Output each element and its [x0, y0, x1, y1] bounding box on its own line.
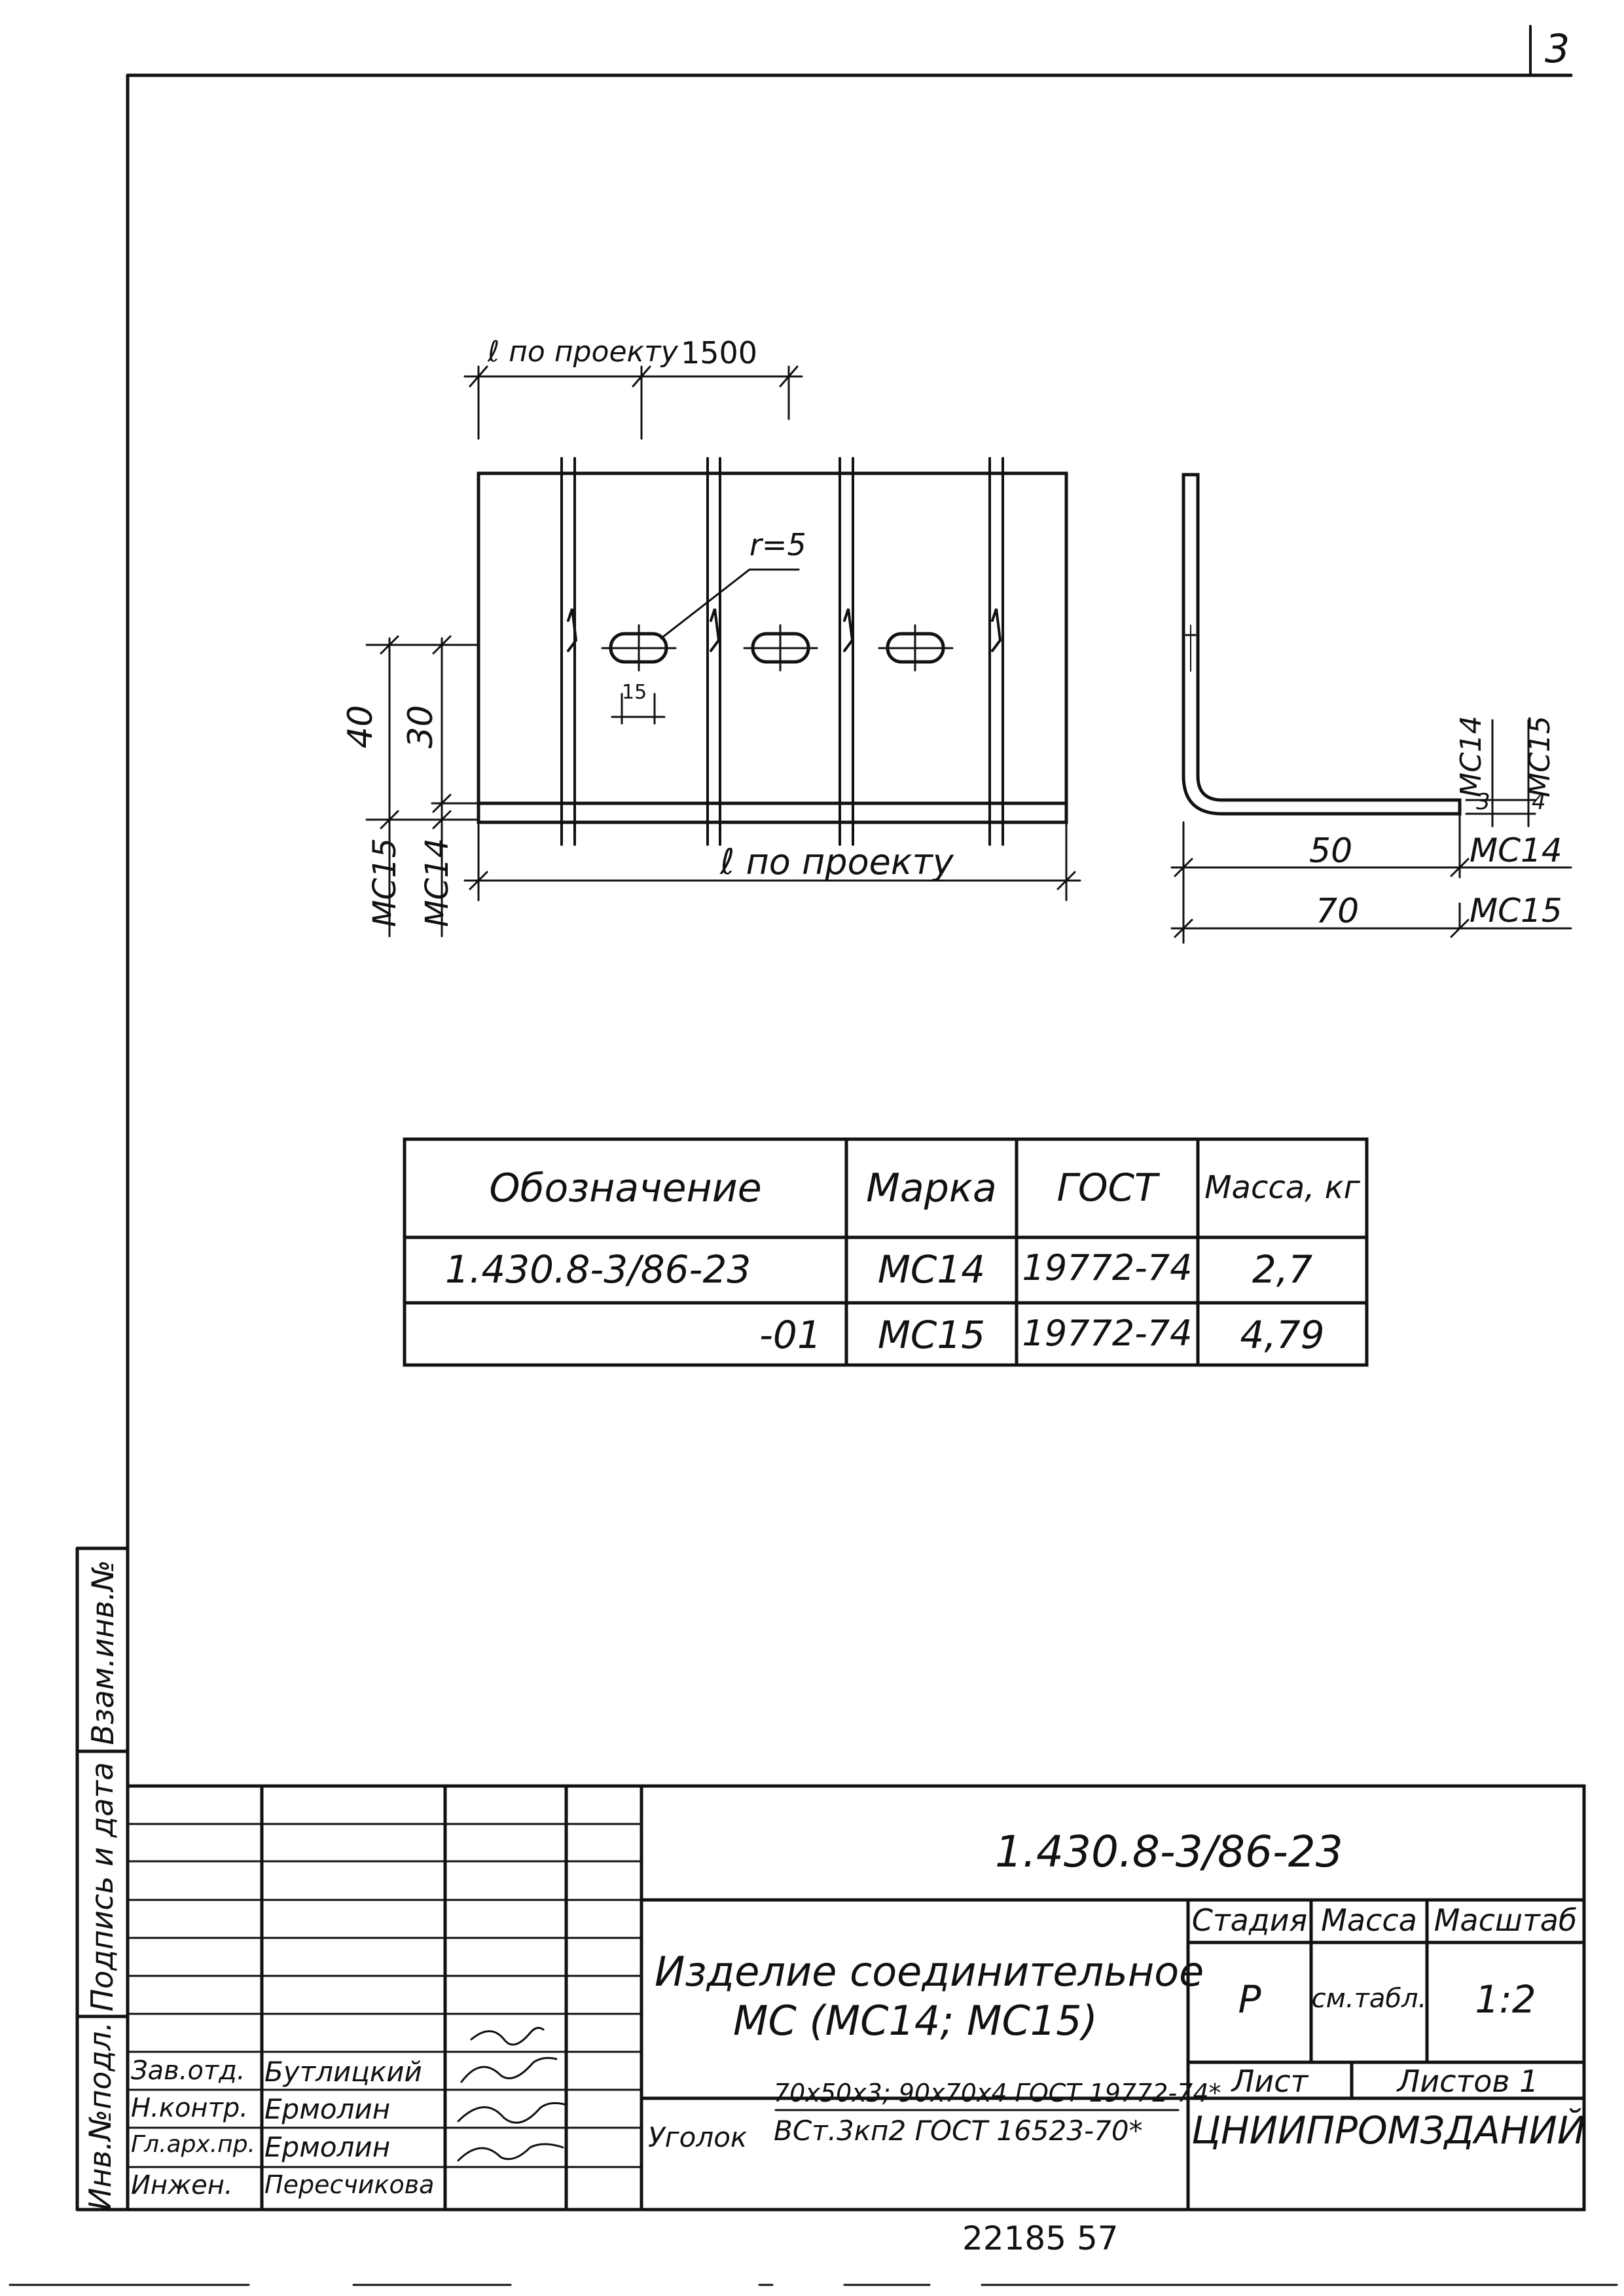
side-mc14-horizontal: МС14	[1470, 831, 1562, 869]
title-line-1: Изделие соединительное	[655, 1948, 1204, 1995]
staff-role-2: Н.контр.	[131, 2093, 248, 2123]
left-mc15-label: МС15	[367, 837, 404, 928]
spec-header-designation: Обозначение	[489, 1165, 762, 1211]
spec-header-mass: Масса, кг	[1204, 1169, 1360, 1206]
sheet-label: Лист	[1231, 2064, 1308, 2099]
scale-label: Масштаб	[1434, 1903, 1578, 1938]
dim-l-bottom: ℓ по проекту	[720, 841, 954, 883]
sheets-label: Листов 1	[1397, 2064, 1539, 2099]
side-mc15-vertical: МС15	[1523, 716, 1557, 797]
margin-label-replacement: Взам.инв.№	[85, 1559, 120, 1745]
staff-name-4: Пересчикова	[264, 2170, 435, 2199]
radius-label: r=5	[749, 527, 806, 562]
top-dimension	[463, 365, 803, 440]
margin-label-inventory: Инв.№подл.	[82, 2021, 118, 2211]
material-bottom: ВСт.3кп2 ГОСТ 16523-70*	[774, 2115, 1143, 2147]
stage-value: Р	[1238, 1977, 1261, 2022]
slot-width-label: 15	[622, 681, 647, 704]
staff-role-3: Гл.арх.пр.	[131, 2131, 256, 2158]
doc-number: 1.430.8-3/86-23	[995, 1827, 1343, 1877]
margin-strip	[75, 1546, 130, 2212]
dim-40: 40	[341, 704, 381, 749]
spec-row1-designation: 1.430.8-3/86-23	[445, 1247, 751, 1292]
staff-name-1: Бутлицкий	[264, 2056, 422, 2088]
stage-label: Стадия	[1191, 1903, 1308, 1938]
spec-row2-mark: МС15	[877, 1313, 986, 1357]
title-block-lines	[126, 1784, 1586, 2212]
material-prefix: Уголок	[648, 2121, 748, 2153]
spec-row2-designation: -01	[759, 1313, 821, 1357]
spec-row1-gost: 19772-74	[1022, 1247, 1193, 1288]
spec-row2-gost: 19772-74	[1022, 1313, 1193, 1354]
side-mc14-vertical: МС14	[1454, 716, 1488, 797]
spec-header-gost: ГОСТ	[1056, 1165, 1158, 1210]
staff-name-2: Ермолин	[264, 2093, 391, 2125]
material-top: 70x50x3; 90x70x4 ГОСТ 19772-74*	[774, 2079, 1221, 2107]
dim-l-top: ℓ по проекту	[488, 335, 678, 369]
spec-header-mark: Марка	[866, 1165, 997, 1211]
spec-row2-mass: 4,79	[1240, 1313, 1325, 1357]
spec-row1-mark: МС14	[877, 1247, 986, 1292]
organization: ЦНИИПРОМЗДАНИЙ	[1191, 2108, 1586, 2153]
staff-role-1: Зав.отд.	[131, 2056, 245, 2086]
dim-30: 30	[401, 704, 441, 749]
title-line-2: МС (МС14; МС15)	[733, 1997, 1098, 2045]
side-thickness-3: 3	[1476, 789, 1490, 815]
staff-name-3: Ермолин	[264, 2131, 391, 2163]
side-thickness-4: 4	[1532, 789, 1546, 815]
bottom-dimension	[463, 821, 1081, 902]
mass-value: см.табл.	[1311, 1984, 1427, 2014]
left-mc14-label: МС14	[419, 837, 456, 928]
dim-1500: 1500	[681, 335, 758, 371]
staff-role-4: Инжен.	[131, 2170, 233, 2200]
margin-label-signature-date: Подпись и дата	[84, 1762, 120, 2012]
footer-numbers: 22185 57	[962, 2219, 1119, 2257]
mass-label: Масса	[1321, 1903, 1417, 1938]
side-dim-70: 70	[1316, 892, 1360, 931]
angle-profile	[1182, 473, 1462, 816]
left-dimensions	[365, 635, 480, 938]
side-mc15-horizontal: МС15	[1470, 892, 1562, 930]
side-dim-50: 50	[1309, 831, 1353, 871]
page-number: 3	[1545, 26, 1570, 72]
signatures	[457, 2026, 568, 2162]
spec-table-lines	[403, 1137, 1369, 1367]
rebar-lines	[560, 457, 1004, 846]
side-dimensions	[1170, 719, 1572, 944]
plate-outline	[477, 471, 1068, 824]
scale-value: 1:2	[1475, 1977, 1536, 2022]
spec-row1-mass: 2,7	[1252, 1247, 1313, 1292]
